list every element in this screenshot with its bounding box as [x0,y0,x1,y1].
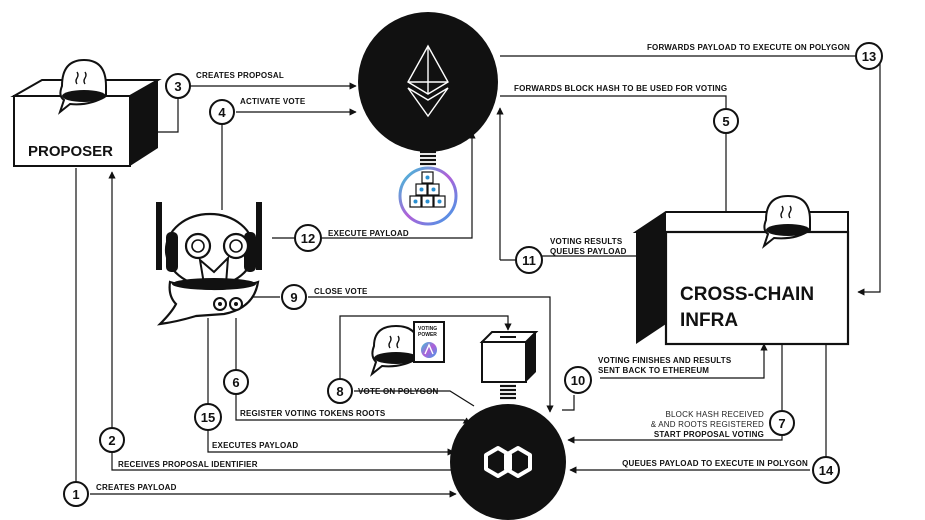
step-7-label-line3: START PROPOSAL VOTING [654,430,764,439]
step-7-label-line2: & AND ROOTS REGISTERED [651,420,764,429]
robot-executor-icon [156,202,262,326]
step-1-label: CREATES PAYLOAD [96,483,177,492]
svg-text:11: 11 [522,253,536,268]
svg-text:1: 1 [72,487,79,502]
svg-text:9: 9 [290,290,297,305]
ballot-box-icon [479,331,539,400]
step-11-label-line2: QUEUES PAYLOAD [550,247,627,256]
step-badge-13: 13 [855,42,883,70]
step-9-label: CLOSE VOTE [314,287,368,296]
svg-text:14: 14 [819,463,834,478]
polygon-logo-icon [484,446,532,478]
voting-power-card: VOTING POWER [413,321,445,363]
svg-text:13: 13 [862,49,876,64]
ethereum-node [358,12,498,166]
step-badge-11: 11 [515,246,543,274]
proposer-title: PROPOSER [28,143,113,160]
polygon-node [450,404,566,520]
proposer-node: PROPOSER [10,79,162,167]
svg-text:4: 4 [218,105,226,120]
step-badge-3: 3 [165,73,191,99]
step-6-label: REGISTER VOTING TOKENS ROOTS [240,409,386,418]
connectors [75,55,881,494]
svg-text:6: 6 [232,375,239,390]
step-13-label: FORWARDS PAYLOAD TO EXECUTE ON POLYGON [647,43,850,52]
svg-text:5: 5 [722,114,729,129]
step-badge-5: 5 [713,108,739,134]
step-3-label: CREATES PROPOSAL [196,71,284,80]
step-badge-8: 8 [327,378,353,404]
svg-text:12: 12 [301,231,315,246]
svg-text:2: 2 [108,433,115,448]
cross-chain-title-line1: CROSS-CHAIN [680,284,814,305]
step-2-label: RECEIVES PROPOSAL IDENTIFIER [118,460,258,469]
step-badge-7: 7 [769,410,795,436]
step-8-label: VOTE ON POLYGON [358,387,439,396]
step-14-label: QUEUES PAYLOAD TO EXECUTE IN POLYGON [622,459,808,468]
step-12-label: EXECUTE PAYLOAD [328,229,409,238]
step-badge-6: 6 [223,369,249,395]
step-10-label-line2: SENT BACK TO ETHEREUM [598,366,709,375]
step-badge-9: 9 [281,284,307,310]
step-badge-14: 14 [812,456,840,484]
ghost-icon [57,58,107,115]
cross-chain-title-line2: INFRA [680,310,738,331]
svg-text:3: 3 [174,79,181,94]
svg-text:8: 8 [336,384,343,399]
step-badge-4: 4 [209,99,235,125]
step-badge-10: 10 [564,366,592,394]
step-badge-1: 1 [63,481,89,507]
svg-text:7: 7 [778,416,785,431]
voting-power-line2: POWER [418,332,437,338]
step-11-label-line1: VOTING RESULTS [550,237,623,246]
step-badge-2: 2 [99,427,125,453]
aave-token-blocks-icon [398,166,458,226]
step-5-label: FORWARDS BLOCK HASH TO BE USED FOR VOTIN… [514,84,727,93]
voting-ghost-icon [369,324,419,377]
ethereum-logo-icon [407,44,449,118]
svg-text:10: 10 [571,373,585,388]
cross-chain-infra-node: CROSS-CHAIN INFRA [632,211,850,346]
step-badge-12: 12 [294,224,322,252]
step-15-label: EXECUTES PAYLOAD [212,441,298,450]
ghost-icon [761,194,811,249]
step-badge-15: 15 [194,403,222,431]
step-4-label: ACTIVATE VOTE [240,97,306,106]
step-10-label-line1: VOTING FINISHES AND RESULTS [598,356,732,365]
step-7-label-line1: BLOCK HASH RECEIVED [666,410,765,419]
voting-power-line1: VOTING [418,326,437,332]
svg-text:15: 15 [201,410,215,425]
